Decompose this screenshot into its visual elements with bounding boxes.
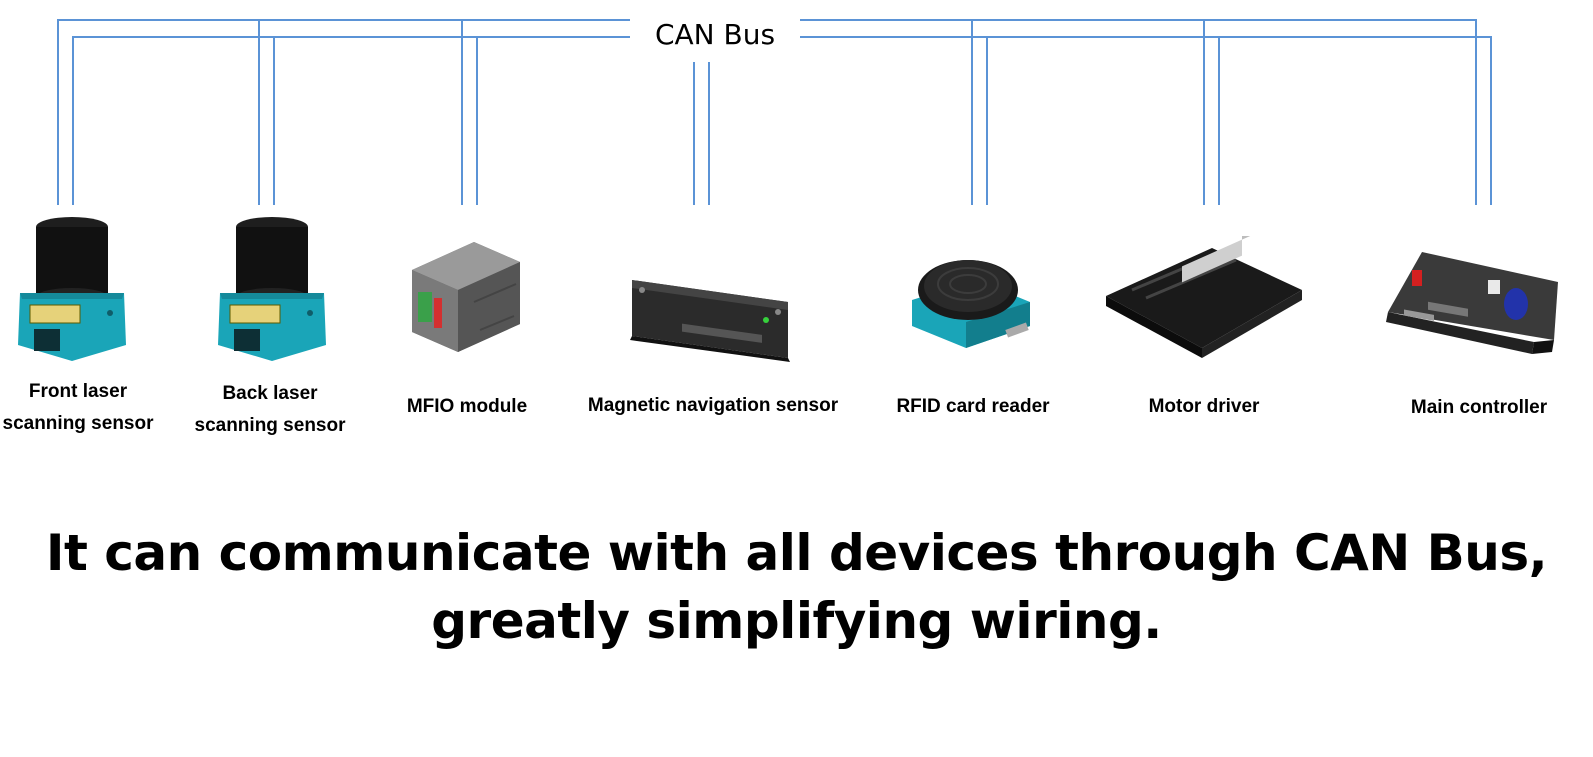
device-label-motor-driver: Motor driver: [1148, 396, 1260, 417]
motor-driver-icon: [1102, 216, 1306, 364]
device-label-mfio: MFIO module: [406, 396, 528, 417]
io-module-icon: [404, 240, 526, 360]
can-drop-motor: [1203, 20, 1220, 205]
can-drop-rfid: [971, 20, 988, 205]
can-bus-outer-trunk: [57, 19, 1477, 205]
laser-scanner-icon: [14, 215, 130, 365]
device-label-back-laser: Back laser scanning sensor: [194, 383, 346, 436]
can-bus-title: CAN Bus: [630, 16, 800, 53]
device-label-main-controller: Main controller: [1410, 397, 1548, 418]
device-label-rfid: RFID card reader: [896, 396, 1050, 417]
can-bus-inner-trunk: [72, 36, 1492, 205]
caption-line-2: greatly simplifying wiring.: [431, 592, 1162, 650]
caption-line-1: It can communicate with all devices thro…: [45, 524, 1548, 582]
controller-board-icon: [1384, 246, 1562, 358]
can-drop-mfio: [461, 20, 478, 205]
device-label-front-laser: Front laser scanning sensor: [2, 381, 154, 434]
rfid-reader-icon: [906, 250, 1036, 352]
can-drop-back-laser: [258, 20, 275, 205]
laser-scanner-icon: [214, 215, 330, 365]
device-label-magnetic: Magnetic navigation sensor: [587, 395, 839, 416]
magnetic-sensor-icon: [628, 274, 792, 364]
can-drop-magnetic: [693, 62, 710, 205]
